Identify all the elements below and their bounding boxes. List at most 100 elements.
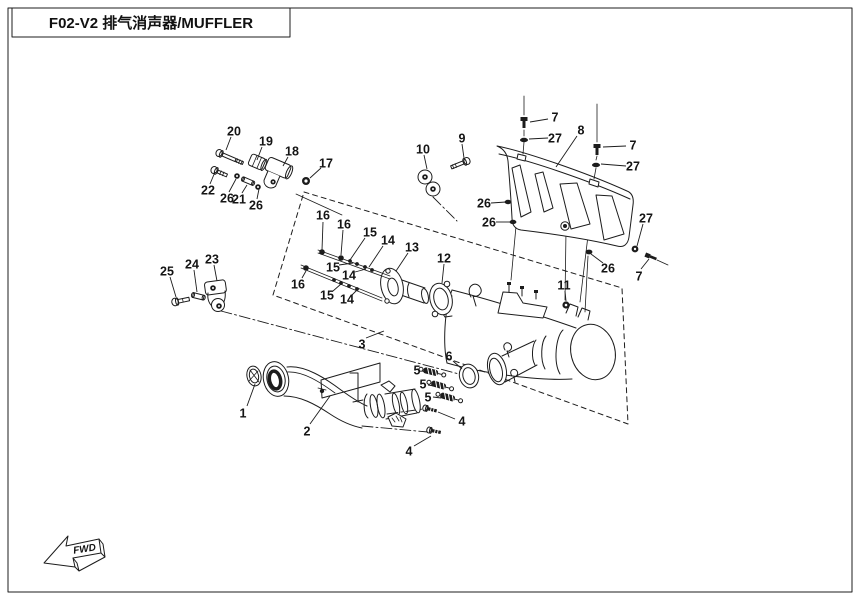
grommet-26 xyxy=(585,249,593,255)
callout-18: 18 xyxy=(282,145,299,167)
svg-text:5: 5 xyxy=(425,391,432,405)
callout-19: 19 xyxy=(256,135,273,161)
hanger-bracket-assembly xyxy=(210,148,343,216)
svg-text:7: 7 xyxy=(630,139,637,153)
bolt-20 xyxy=(215,148,244,165)
spring-5 xyxy=(426,379,455,392)
svg-text:14: 14 xyxy=(342,269,356,283)
svg-text:11: 11 xyxy=(557,279,570,293)
svg-text:5: 5 xyxy=(414,364,421,378)
bolt-4 xyxy=(426,426,442,435)
callout-9: 9 xyxy=(459,132,466,159)
svg-text:21: 21 xyxy=(232,193,246,207)
callout-17: 17 xyxy=(309,157,333,179)
svg-text:26: 26 xyxy=(249,199,263,213)
svg-text:17: 17 xyxy=(319,157,333,171)
clamp-bracket-18 xyxy=(263,156,294,189)
bolt-7 xyxy=(593,144,601,155)
nut-16 xyxy=(319,249,325,255)
callout-14: 14 xyxy=(340,289,358,307)
muffler-assembly xyxy=(300,249,616,386)
hanger-plate xyxy=(320,362,381,399)
heat-shield-assembly xyxy=(496,95,669,313)
header-pipe-2 xyxy=(286,366,368,407)
header-pipe-assembly xyxy=(246,361,421,429)
washer-15 xyxy=(339,281,343,285)
svg-text:10: 10 xyxy=(416,143,430,157)
callout-21: 21 xyxy=(232,184,248,207)
svg-text:16: 16 xyxy=(337,218,351,232)
svg-text:12: 12 xyxy=(437,252,451,266)
heat-shield-8 xyxy=(496,145,634,247)
callout-12: 12 xyxy=(437,252,451,284)
svg-text:7: 7 xyxy=(552,111,559,125)
svg-text:9: 9 xyxy=(459,132,466,146)
shield-slot xyxy=(511,164,532,218)
shield-slot xyxy=(559,182,591,230)
svg-text:16: 16 xyxy=(316,209,330,223)
callout-8: 8 xyxy=(555,124,585,168)
bolt-25 xyxy=(171,296,191,307)
title-box xyxy=(11,7,291,38)
spacer-14 xyxy=(370,268,374,272)
svg-text:26: 26 xyxy=(482,216,496,230)
callout-23: 23 xyxy=(205,253,219,282)
gasket-12 xyxy=(429,280,453,318)
callout-16: 16 xyxy=(337,218,351,256)
mounting-studs xyxy=(300,249,391,302)
callout-4: 4 xyxy=(437,411,466,429)
svg-text:19: 19 xyxy=(259,135,273,149)
svg-text:13: 13 xyxy=(405,241,419,255)
svg-text:26: 26 xyxy=(220,192,234,206)
callout-10: 10 xyxy=(416,143,430,170)
callout-26: 26 xyxy=(482,216,511,230)
callout-14: 14 xyxy=(368,234,395,268)
muffler-end-cap xyxy=(570,323,616,381)
callout-5: 5 xyxy=(420,378,435,392)
bolt-9 xyxy=(450,156,471,170)
svg-text:6: 6 xyxy=(446,350,453,364)
grommet-26 xyxy=(509,219,517,225)
washer-27 xyxy=(592,162,600,168)
callout-27: 27 xyxy=(528,132,562,146)
callout-26: 26 xyxy=(220,178,237,206)
callout-7: 7 xyxy=(529,111,559,125)
clamp-ear xyxy=(380,380,396,393)
callout-22: 22 xyxy=(201,171,216,198)
svg-text:24: 24 xyxy=(185,258,199,272)
svg-text:26: 26 xyxy=(477,197,491,211)
hanger-hook xyxy=(468,283,482,307)
callout-14: 14 xyxy=(342,269,367,283)
clamp-ear xyxy=(387,412,407,428)
hanger-rod xyxy=(349,372,364,403)
fwd-arrow-shape xyxy=(43,535,102,568)
svg-text:15: 15 xyxy=(363,226,377,240)
callout-4: 4 xyxy=(406,435,432,459)
svg-text:15: 15 xyxy=(320,289,334,303)
page-title: F02-V2 排气消声器/MUFFLER xyxy=(49,14,253,32)
svg-text:4: 4 xyxy=(459,415,466,429)
bushing-19 xyxy=(247,153,268,171)
washer-15 xyxy=(355,262,359,266)
svg-text:23: 23 xyxy=(205,253,219,267)
grommet-26 xyxy=(504,199,512,205)
callout-5: 5 xyxy=(414,364,428,378)
svg-text:3: 3 xyxy=(359,338,366,352)
link-bracket-assembly xyxy=(417,156,471,197)
spacer-14 xyxy=(347,284,351,288)
svg-text:15: 15 xyxy=(326,261,340,275)
callout-26: 26 xyxy=(249,188,263,213)
callout-5: 5 xyxy=(425,391,442,405)
bolt-4 xyxy=(422,404,438,413)
shield-slot xyxy=(595,194,625,241)
callout-16: 16 xyxy=(291,270,307,292)
joint-hardware xyxy=(418,363,480,435)
callout-11: 11 xyxy=(557,279,571,302)
callout-24: 24 xyxy=(185,258,199,293)
svg-text:4: 4 xyxy=(406,445,413,459)
callout-7: 7 xyxy=(602,139,637,153)
spacer-21 xyxy=(240,176,256,186)
callout-15: 15 xyxy=(349,226,377,261)
spring-5 xyxy=(435,391,464,404)
svg-text:27: 27 xyxy=(626,160,640,174)
